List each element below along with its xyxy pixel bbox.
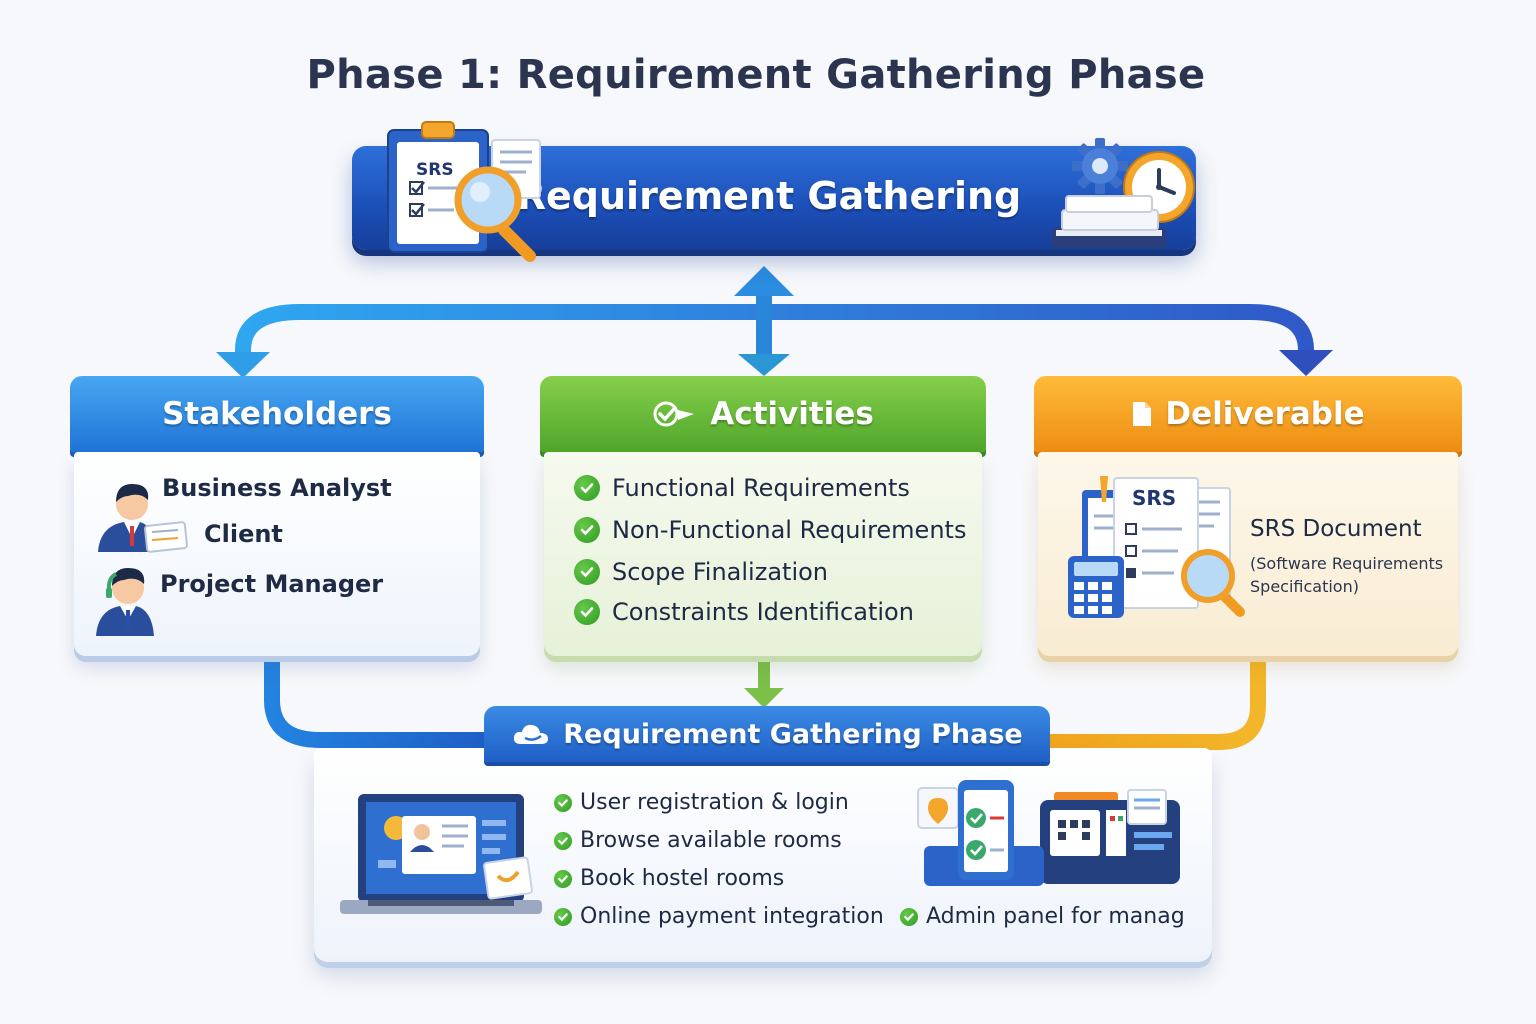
banner-title: Requirement Gathering xyxy=(516,174,1022,218)
document-icon xyxy=(1133,402,1152,426)
activities-header: Activities xyxy=(540,376,986,452)
srs-document-icon xyxy=(1068,476,1245,618)
activity-item: Constraints Identification xyxy=(574,598,914,626)
phase-panel: User registration & login Browse availab… xyxy=(314,748,1212,962)
arrow-down-center xyxy=(738,354,790,376)
feature-label: User registration & login xyxy=(580,790,849,815)
deliverable-body: SRS SRS Document (Software Requirements … xyxy=(1038,452,1458,656)
activity-label: Scope Finalization xyxy=(612,558,828,586)
check-icon xyxy=(574,559,600,585)
stakeholders-title: Stakeholders xyxy=(162,396,392,432)
activity-label: Non-Functional Requirements xyxy=(612,516,967,544)
check-icon xyxy=(554,869,572,888)
feature-item: User registration & login xyxy=(554,790,849,815)
check-icon xyxy=(554,831,572,850)
phase-panel-title: Requirement Gathering Phase xyxy=(563,718,1023,750)
feature-item: Admin panel for manag xyxy=(900,904,1185,929)
deliverable-header: Deliverable xyxy=(1034,376,1462,452)
arrow-down-right xyxy=(1279,350,1333,376)
stakeholder-item: Business Analyst xyxy=(162,474,392,502)
feature-label: Admin panel for manag xyxy=(926,904,1185,929)
page-title: Phase 1: Requirement Gathering Phase xyxy=(306,52,1206,98)
stakeholder-item: Project Manager xyxy=(160,570,384,598)
dashboard-icon xyxy=(917,780,1180,886)
right-connector xyxy=(1048,660,1266,750)
srs-badge: SRS xyxy=(416,160,454,180)
activities-body: Functional Requirements Non-Functional R… xyxy=(544,452,982,656)
activities-title: Activities xyxy=(710,396,874,432)
arc-connector xyxy=(235,304,1314,360)
feature-item: Online payment integration xyxy=(554,904,884,929)
books-icon xyxy=(1052,195,1166,248)
activity-label: Functional Requirements xyxy=(612,474,910,502)
arrow-down-green xyxy=(744,688,784,708)
check-badge-icon xyxy=(653,401,695,427)
stakeholders-body: Business Analyst Client Project Manager xyxy=(74,452,480,656)
feature-label: Browse available rooms xyxy=(580,828,842,853)
deliverable-srs-badge: SRS xyxy=(1132,486,1177,510)
activity-label: Constraints Identification xyxy=(612,598,914,626)
activity-item: Non-Functional Requirements xyxy=(574,516,966,544)
activity-item: Functional Requirements xyxy=(574,474,910,502)
feature-label: Online payment integration xyxy=(580,904,884,929)
feature-item: Browse available rooms xyxy=(554,828,842,853)
stakeholders-card: Stakeholders Business Analyst Client Pro… xyxy=(70,376,484,656)
feature-item: Book hostel rooms xyxy=(554,866,784,891)
stakeholders-header: Stakeholders xyxy=(70,376,484,452)
cloud-icon xyxy=(514,724,549,744)
deliverable-card: Deliverable xyxy=(1034,376,1462,656)
deliverable-title: Deliverable xyxy=(1165,396,1365,432)
deliverable-document-subtitle: (Software Requirements Specification) xyxy=(1250,554,1444,596)
feature-label: Book hostel rooms xyxy=(580,866,785,891)
deliverable-document-title: SRS Document xyxy=(1250,516,1422,542)
check-icon xyxy=(574,599,600,625)
check-icon xyxy=(900,907,918,926)
stakeholder-item: Client xyxy=(204,520,283,548)
activity-item: Scope Finalization xyxy=(574,558,828,586)
gear-icon xyxy=(1072,138,1128,194)
left-connector xyxy=(264,660,488,748)
person-icon xyxy=(98,484,188,553)
arrow-up-center xyxy=(734,266,794,296)
phase-panel-header: Requirement Gathering Phase xyxy=(484,706,1050,762)
arrow-down-left xyxy=(216,352,270,378)
check-icon xyxy=(574,475,600,501)
clipboard-icon xyxy=(387,121,541,262)
check-icon xyxy=(554,907,572,926)
laptop-icon xyxy=(340,794,542,914)
check-icon xyxy=(554,793,572,812)
activities-card: Activities Functional Requirements Non-F… xyxy=(540,376,986,656)
check-icon xyxy=(574,517,600,543)
person-icon xyxy=(96,568,154,636)
